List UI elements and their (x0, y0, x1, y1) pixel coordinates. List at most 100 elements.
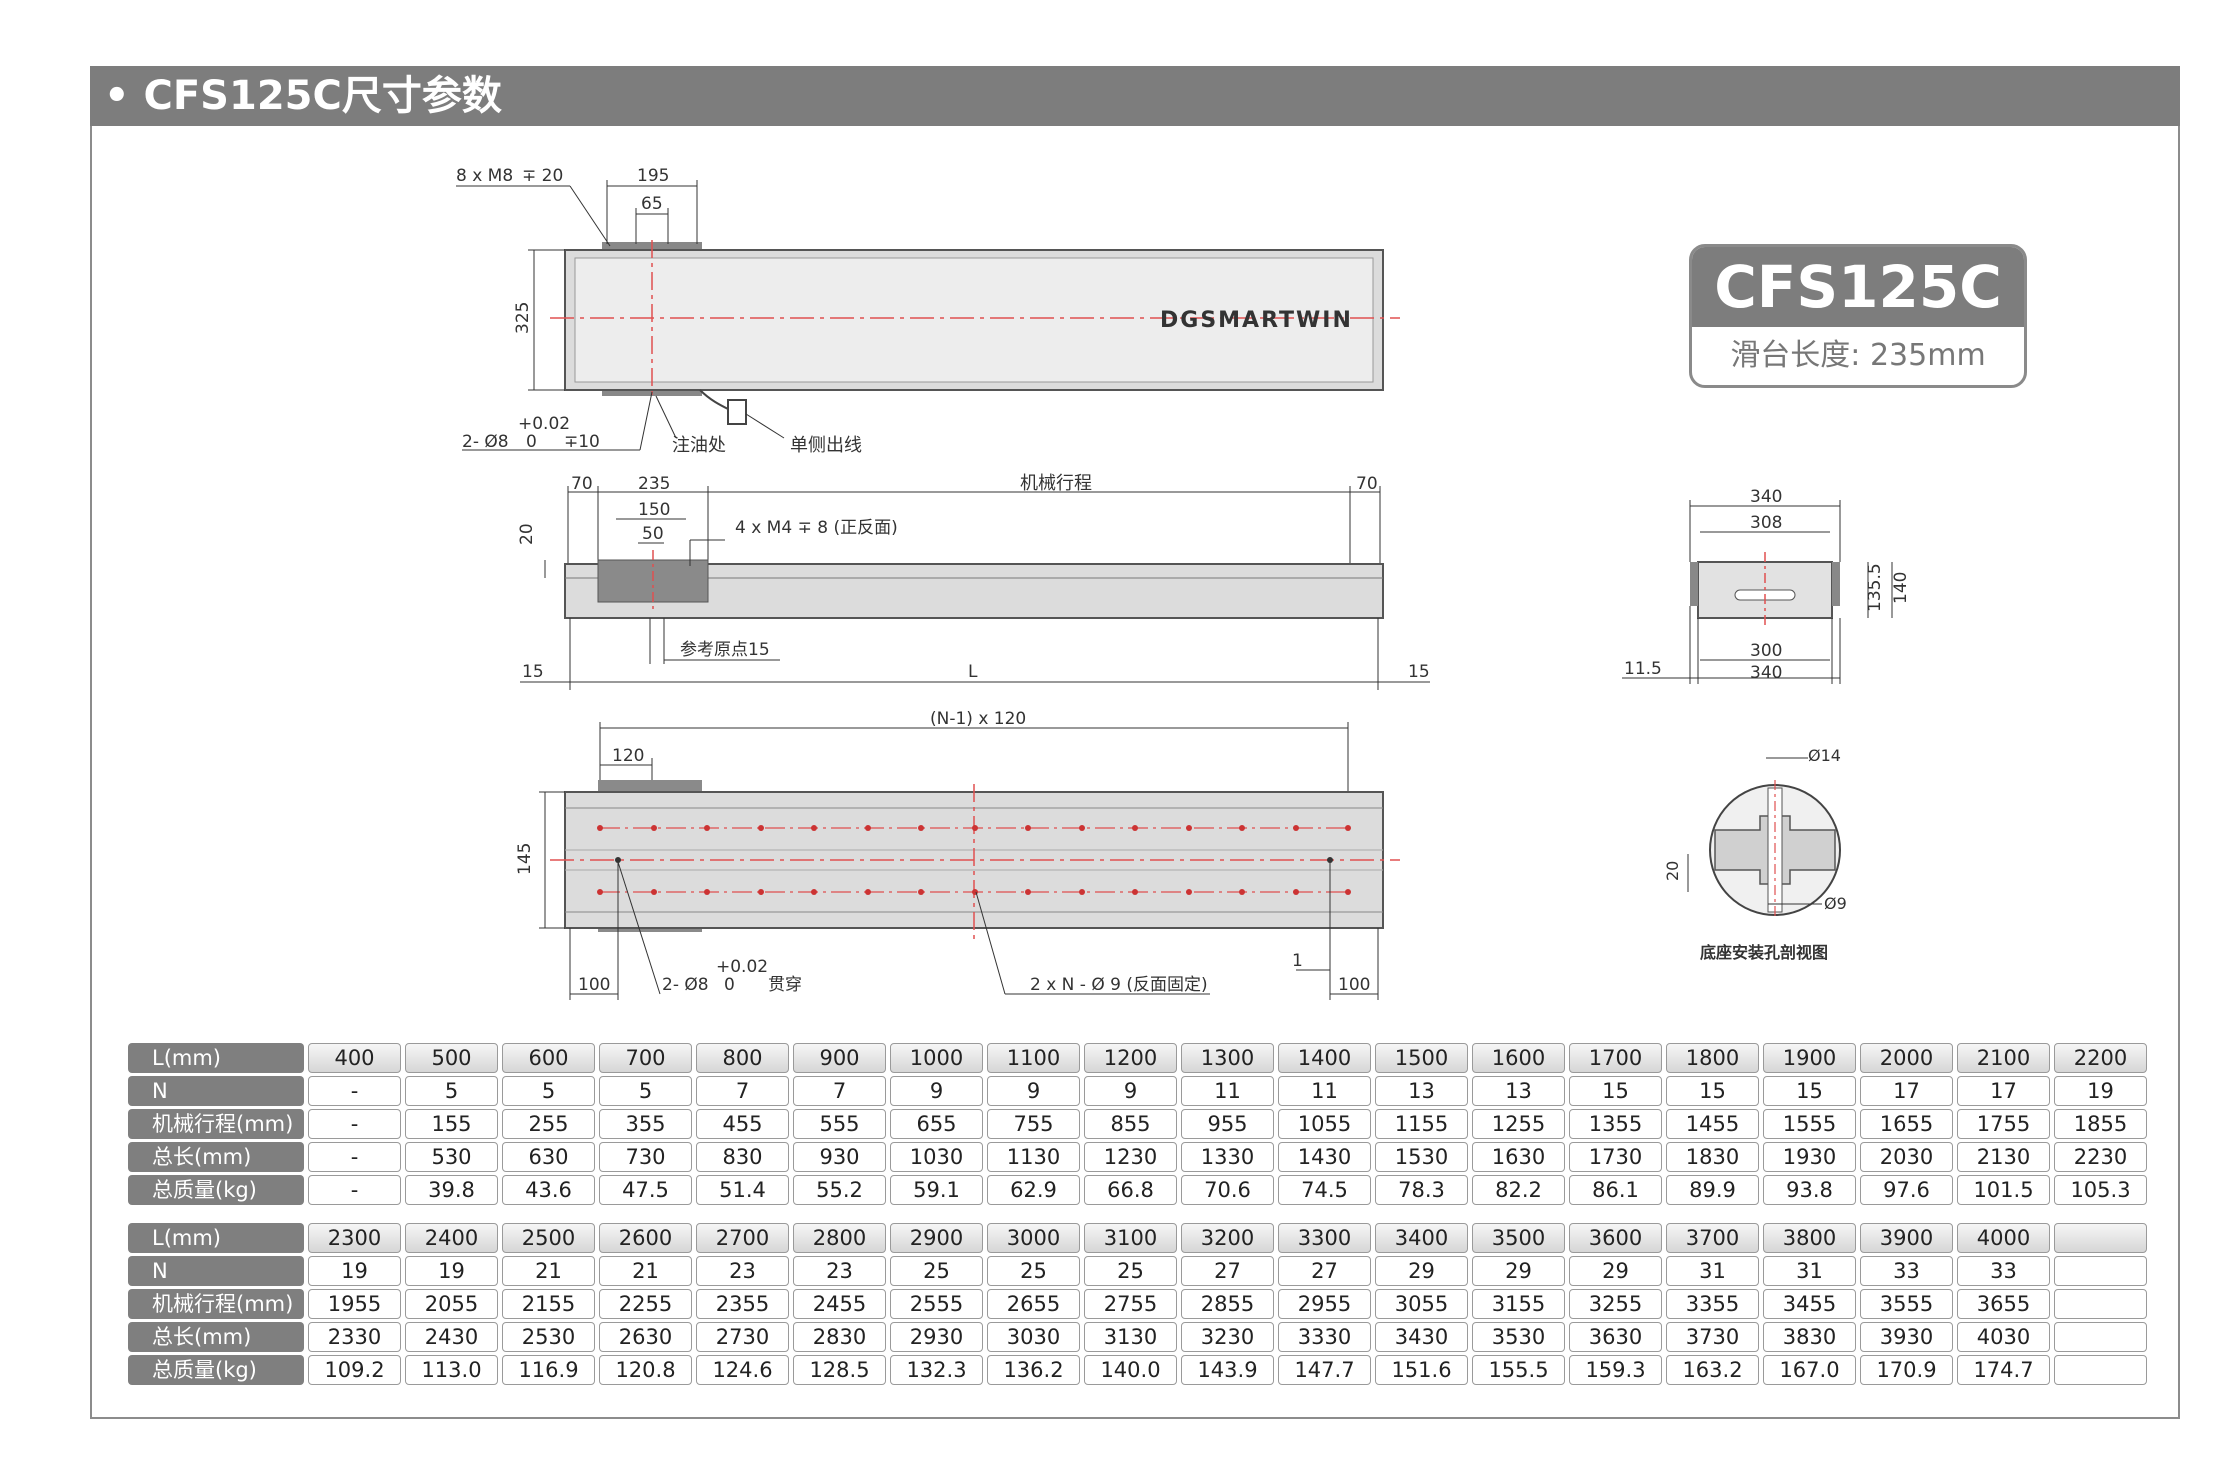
bottom-pin-dia: 2- Ø8 (662, 975, 709, 995)
spec-cell: 2000 (1860, 1043, 1953, 1073)
spec-cell: 23 (793, 1256, 886, 1286)
spec-cell: 1900 (1763, 1043, 1856, 1073)
spec-cell: 43.6 (502, 1175, 595, 1205)
end-dim-11.5: 11.5 (1624, 659, 1662, 679)
section-dim-dia14: Ø14 (1808, 746, 1841, 765)
bottom-pin-tol: +0.02 (716, 957, 768, 977)
row-label: 总长(mm) (128, 1322, 304, 1352)
spec-cell (2054, 1355, 2147, 1385)
spec-cell: 3155 (1472, 1289, 1565, 1319)
spec-cell: 1855 (2054, 1109, 2147, 1139)
spec-cell: 9 (987, 1076, 1080, 1106)
spec-cell: 174.7 (1957, 1355, 2050, 1385)
origin-note: 参考原点15 (680, 640, 770, 660)
spec-cell: 167.0 (1763, 1355, 1856, 1385)
spec-cell: 255 (502, 1109, 595, 1139)
end-view: 340 308 135.5 140 11.5 300 340 (1622, 487, 1911, 684)
end-dim-308: 308 (1750, 513, 1782, 533)
spec-cell: 3500 (1472, 1223, 1565, 1253)
side-dim-L: L (968, 662, 978, 682)
spec-cell: 3430 (1375, 1322, 1468, 1352)
spec-cell: 25 (1084, 1256, 1177, 1286)
spec-cell: 2500 (502, 1223, 595, 1253)
row-label: L(mm) (128, 1043, 304, 1073)
spec-cell: 2355 (696, 1289, 789, 1319)
spec-cell: 3200 (1181, 1223, 1274, 1253)
bottom-pin-zero: 0 (724, 975, 735, 995)
spec-cell: 2855 (1181, 1289, 1274, 1319)
spec-cell: 3800 (1763, 1223, 1856, 1253)
spec-cell: 1230 (1084, 1142, 1177, 1172)
spec-cell: 1330 (1181, 1142, 1274, 1172)
spec-cell: 17 (1957, 1076, 2050, 1106)
section-title: • CFS125C尺寸参数 (104, 73, 502, 119)
spec-cell: 2255 (599, 1289, 692, 1319)
spec-cell: 1630 (1472, 1142, 1565, 1172)
bottom-view-carriage-top (598, 780, 702, 794)
section-view: Ø14 20 Ø9 底座安装孔剖视图 (1663, 746, 1847, 962)
spec-cell: 1255 (1472, 1109, 1565, 1139)
spec-cell: 900 (793, 1043, 886, 1073)
spec-cell: 21 (502, 1256, 595, 1286)
spec-cell: 82.2 (1472, 1175, 1565, 1205)
spec-cell: 55.2 (793, 1175, 886, 1205)
spec-cell: 29 (1375, 1256, 1468, 1286)
spec-cell: 3130 (1084, 1322, 1177, 1352)
spec-cell: 140.0 (1084, 1355, 1177, 1385)
spec-cell: 3355 (1666, 1289, 1759, 1319)
spec-cell: 1930 (1763, 1142, 1856, 1172)
spec-cell: 29 (1472, 1256, 1565, 1286)
row-label: N (128, 1256, 304, 1286)
spec-cell: 19 (308, 1256, 401, 1286)
row-label: N (128, 1076, 304, 1106)
spec-cell: 1155 (1375, 1109, 1468, 1139)
section-caption: 底座安装孔剖视图 (1700, 943, 1828, 962)
spec-cell: 31 (1666, 1256, 1759, 1286)
spec-cell: 23 (696, 1256, 789, 1286)
spec-cell: 13 (1472, 1076, 1565, 1106)
cable-connector (727, 399, 747, 425)
section-header (90, 66, 2180, 126)
spec-cell: 170.9 (1860, 1355, 1953, 1385)
spec-cell: 600 (502, 1043, 595, 1073)
spec-cell: 3230 (1181, 1322, 1274, 1352)
carriage-length: 滑台长度: 235mm (1730, 338, 1986, 373)
model-name: CFS125C (1692, 247, 2024, 327)
spec-cell: 2630 (599, 1322, 692, 1352)
spec-cell: 3555 (1860, 1289, 1953, 1319)
spec-cell: 3455 (1763, 1289, 1856, 1319)
spec-cell: 930 (793, 1142, 886, 1172)
spec-cell: 555 (793, 1109, 886, 1139)
spec-cell: 163.2 (1666, 1355, 1759, 1385)
spec-cell: 2155 (502, 1289, 595, 1319)
top-dim-depth: ∓ 20 (522, 166, 563, 186)
spec-cell: 1830 (1666, 1142, 1759, 1172)
row-label: 总质量(kg) (128, 1175, 304, 1205)
spec-cell: 3100 (1084, 1223, 1177, 1253)
side-dim-50: 50 (642, 524, 664, 544)
spec-cell: 147.7 (1278, 1355, 1371, 1385)
spec-cell: 113.0 (405, 1355, 498, 1385)
spec-cell: 2300 (308, 1223, 401, 1253)
row-label: 总长(mm) (128, 1142, 304, 1172)
spec-cell: - (308, 1109, 401, 1139)
top-view-cover (574, 257, 1374, 383)
spec-cell: 2230 (2054, 1142, 2147, 1172)
spec-cell: 1730 (1569, 1142, 1662, 1172)
spec-cell: 1400 (1278, 1043, 1371, 1073)
spec-cell: 15 (1763, 1076, 1856, 1106)
spec-cell: 1130 (987, 1142, 1080, 1172)
row-label: L(mm) (128, 1223, 304, 1253)
spec-cell: 1955 (308, 1289, 401, 1319)
spec-cell: 2530 (502, 1322, 595, 1352)
spec-cell: 11 (1278, 1076, 1371, 1106)
side-dim-70-right: 70 (1356, 474, 1378, 494)
side-dim-15-right: 15 (1408, 662, 1430, 682)
bottom-view: (N-1) x 120 120 145 100 +0.02 2- Ø8 (515, 709, 1400, 1000)
spec-cell: 3330 (1278, 1322, 1371, 1352)
spec-cell: 39.8 (405, 1175, 498, 1205)
